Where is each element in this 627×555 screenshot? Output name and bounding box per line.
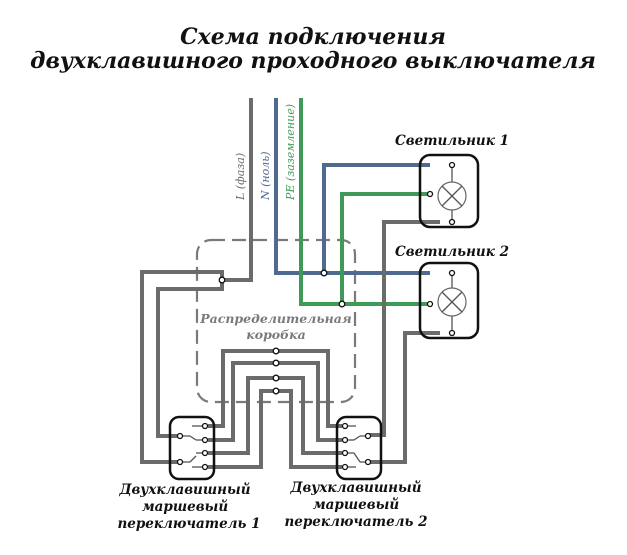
junction-node xyxy=(272,347,280,355)
phase-to-switch-1-a xyxy=(140,270,224,464)
neutral-label: N (ноль) xyxy=(259,151,272,201)
lamp-1-label: Светильник 1 xyxy=(395,133,509,149)
switch-2-label-2: маршевый xyxy=(313,497,399,513)
lamp-1-return xyxy=(368,220,440,437)
junction-node xyxy=(320,269,328,277)
junction-node xyxy=(338,300,346,308)
neutral-to-lamp-1 xyxy=(322,163,430,273)
lamp-1 xyxy=(418,153,480,229)
neutral-wire xyxy=(274,98,395,275)
title-line-2: двухклавишного проходного выключателя xyxy=(30,48,596,74)
switch-1-label-3: переключатель 1 xyxy=(117,516,260,532)
junction-node xyxy=(272,359,280,367)
lamp-2-return xyxy=(368,331,440,464)
junction-node xyxy=(272,387,280,395)
junction-node xyxy=(272,374,280,382)
phase-wire xyxy=(222,98,253,282)
ground-wire xyxy=(299,98,420,306)
switch-1-label-1: Двухклавишный xyxy=(118,482,250,498)
switch-1-label-2: маршевый xyxy=(142,499,228,515)
junction-box-label-2: коробка xyxy=(246,327,305,342)
junction-node xyxy=(218,276,226,284)
switch-1 xyxy=(168,415,216,481)
ground-label: PE (заземление) xyxy=(284,104,297,201)
junction-box-label-1: Распределительная xyxy=(199,311,352,326)
lamp-2 xyxy=(418,261,480,340)
switch-2-label-3: переключатель 2 xyxy=(284,514,427,530)
title-line-1: Схема подключения xyxy=(180,24,446,50)
phase-label: L (фаза) xyxy=(234,153,247,201)
lamp-2-label: Светильник 2 xyxy=(395,244,509,260)
ground-to-lamp-1 xyxy=(340,192,428,304)
switch-2 xyxy=(335,415,383,481)
switch-2-label-1: Двухклавишный xyxy=(289,480,421,496)
phase-to-switch-1-b xyxy=(156,280,224,438)
